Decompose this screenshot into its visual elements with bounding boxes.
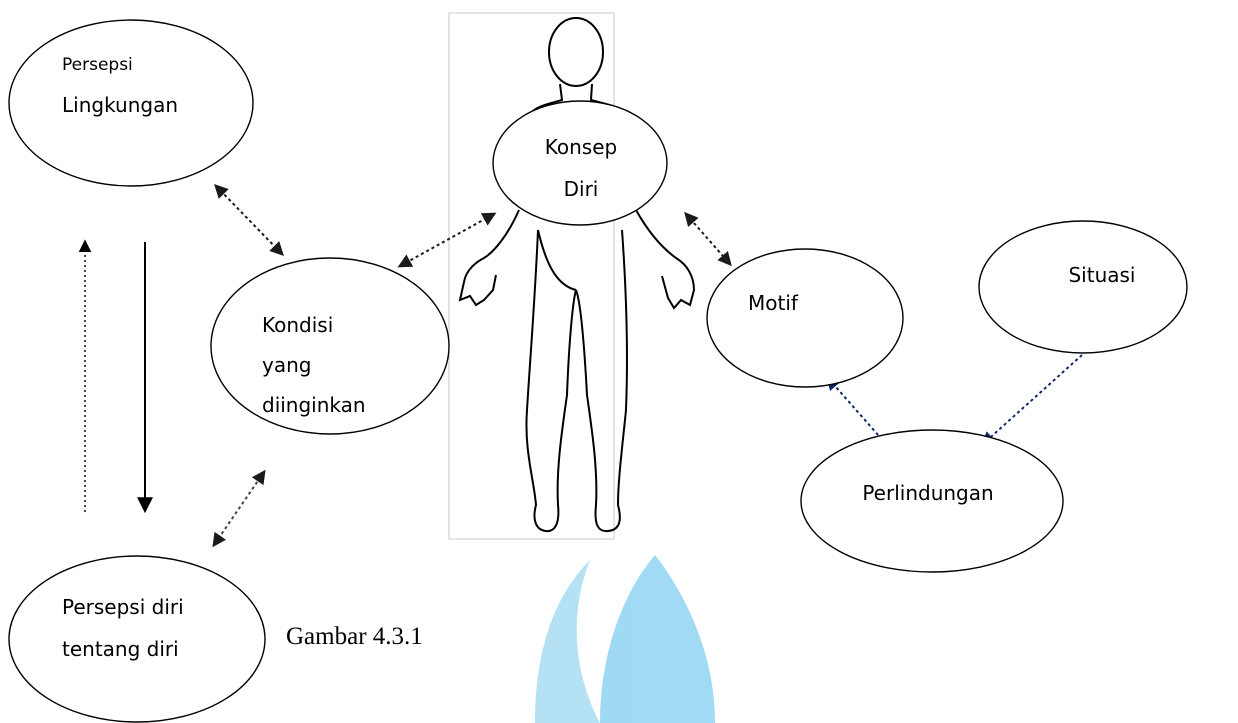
node-persepsi-lingkungan-line-2: Lingkungan [62,93,178,117]
node-motif-line-1: Motif [748,291,799,315]
arrow-kondisi-konsep-diri [397,212,497,268]
node-persepsi-lingkungan-line-1: Persepsi [62,55,133,75]
node-persepsi-diri-line-1: Persepsi diri [62,595,184,619]
arrow-perlindungan-motif [826,375,887,445]
node-konsep-diri-line-2: Diri [564,177,599,201]
node-konsep-diri-line-1: Konsep [545,135,617,159]
arrow-situasi-perlindungan [980,354,1083,446]
node-motif: Motif [706,248,904,388]
connectors [78,183,1083,548]
arrow-kondisi-persepsi-diri [212,469,266,548]
arrow-persepsi-lingkungan-kondisi [214,183,284,257]
node-konsep-diri: Konsep Diri [492,100,668,226]
node-persepsi-diri: Persepsi diri tentang diri [8,555,266,723]
node-persepsi-lingkungan: Persepsi Lingkungan [8,19,254,187]
arrow-konsep-diri-motif [684,211,732,267]
node-persepsi-diri-line-2: tentang diri [62,637,179,661]
node-kondisi-line-3: diinginkan [262,393,366,417]
node-situasi-line-1: Situasi [1068,263,1135,287]
figure-caption: Gambar 4.3.1 [286,623,423,650]
node-situasi: Situasi [978,220,1188,354]
node-kondisi-yang-diinginkan: Kondisi yang diinginkan [210,257,450,435]
watermark-logo [535,555,715,723]
node-perlindungan: Perlindungan [800,429,1064,573]
node-kondisi-line-1: Kondisi [262,313,333,337]
node-kondisi-line-2: yang [262,353,311,377]
figure-frame [448,12,615,540]
human-silhouette [458,17,696,533]
node-perlindungan-line-1: Perlindungan [862,481,993,505]
